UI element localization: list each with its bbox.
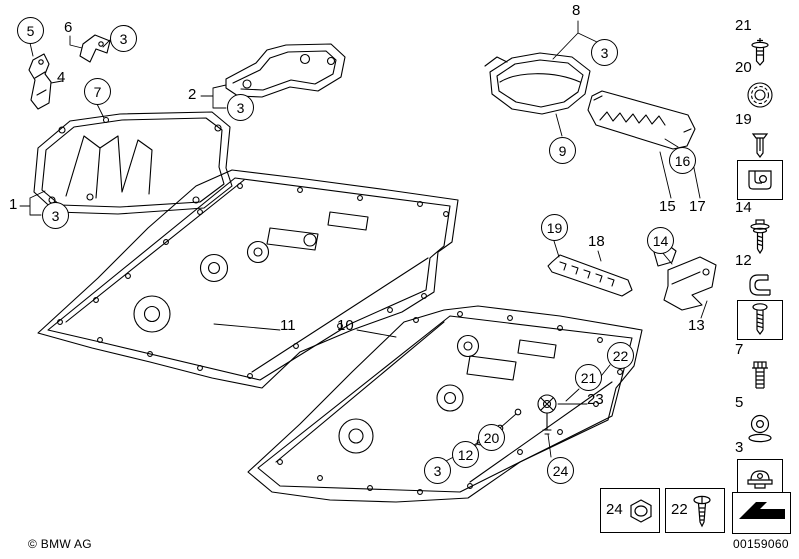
- callout-circle-16[interactable]: 16: [669, 147, 696, 174]
- part-bracket-2: [225, 43, 346, 98]
- callout-label-6[interactable]: 6: [64, 19, 73, 36]
- callout-circle-19[interactable]: 19: [541, 214, 568, 241]
- callout-label-17[interactable]: 17: [689, 198, 706, 215]
- part-bracket-13: [653, 244, 717, 311]
- legend-item-22[interactable]: 22: [665, 488, 725, 533]
- legend-item-21[interactable]: 21: [727, 17, 793, 67]
- hex-bolt-icon: [727, 360, 793, 395]
- callout-circle-7[interactable]: 7: [84, 78, 111, 105]
- callout-circle-24[interactable]: 24: [547, 457, 574, 484]
- legend-item-5[interactable]: 5: [727, 394, 793, 444]
- plastic-nut-icon: [727, 79, 793, 111]
- legend-item-24[interactable]: 24: [600, 488, 660, 533]
- callout-circle-3e[interactable]: 3: [424, 457, 451, 484]
- blind-rivet-icon: [727, 37, 793, 67]
- part-underfloor-panel-10: [247, 305, 643, 503]
- callout-label-13[interactable]: 13: [688, 317, 705, 334]
- torx-screw-icon: [737, 300, 783, 340]
- callout-circle-12[interactable]: 12: [452, 441, 479, 468]
- callout-label-2[interactable]: 2: [188, 86, 197, 103]
- legend-number: 7: [735, 341, 744, 358]
- leader-lines: [19, 20, 708, 462]
- screw-washer-icon: [727, 218, 793, 255]
- callout-circle-14[interactable]: 14: [647, 227, 674, 254]
- callout-circle-9[interactable]: 9: [549, 137, 576, 164]
- part-heat-strip-15-17: [587, 90, 696, 150]
- callout-circle-20[interactable]: 20: [478, 424, 505, 451]
- fastener-pin-23: [537, 394, 557, 435]
- part-front-shield-1: [33, 111, 233, 215]
- hex-nut-icon: [626, 498, 656, 526]
- callout-circle-3b[interactable]: 3: [227, 94, 254, 121]
- legend-item-19[interactable]: 19: [727, 111, 793, 159]
- tapping-screw-icon: [691, 495, 713, 529]
- part-side-panel-8: [484, 52, 591, 115]
- legend-item-7[interactable]: 7: [727, 341, 793, 395]
- callout-label-11[interactable]: 11: [280, 317, 296, 334]
- legend-number: 12: [735, 252, 752, 269]
- callout-circle-3c[interactable]: 3: [42, 202, 69, 229]
- callout-circle-5[interactable]: 5: [17, 17, 44, 44]
- edge-clip-icon: [727, 272, 793, 298]
- page-turn-arrow[interactable]: [732, 492, 791, 534]
- flange-nut-icon: [727, 414, 793, 444]
- callout-label-10[interactable]: 10: [337, 317, 354, 334]
- callout-label-18[interactable]: 18: [588, 233, 605, 250]
- legend-item-3[interactable]: 3: [727, 439, 793, 499]
- part-rail-18: [547, 254, 633, 297]
- legend-item-cage-clip[interactable]: [727, 158, 793, 200]
- callout-circle-21[interactable]: 21: [575, 364, 602, 391]
- legend-number: 3: [735, 439, 744, 456]
- callout-label-15[interactable]: 15: [659, 198, 676, 215]
- callout-label-4[interactable]: 4: [57, 69, 66, 86]
- legend-number: 19: [735, 111, 752, 128]
- callout-circle-22[interactable]: 22: [607, 342, 634, 369]
- legend-number: 22: [671, 501, 688, 519]
- legend-number: 24: [606, 501, 623, 519]
- callout-circle-3d[interactable]: 3: [591, 39, 618, 66]
- callout-label-8[interactable]: 8: [572, 2, 581, 19]
- legend-number: 5: [735, 394, 744, 411]
- legend-number: 21: [735, 17, 752, 34]
- callout-label-1[interactable]: 1: [9, 196, 18, 213]
- legend-item-torx[interactable]: [727, 298, 793, 340]
- legend-number: 20: [735, 59, 752, 76]
- document-number: 00159060: [733, 537, 789, 551]
- part-bracket-4: [28, 53, 52, 110]
- expanding-rivet-icon: [727, 131, 793, 159]
- cage-clip-icon: [737, 160, 783, 200]
- black-arrow-icon: [736, 495, 788, 532]
- legend-item-14[interactable]: 14: [727, 199, 793, 255]
- part-underfloor-panel-11: [37, 169, 459, 389]
- callout-circle-3a[interactable]: 3: [110, 25, 137, 52]
- legend-item-12[interactable]: 12: [727, 252, 793, 298]
- callout-label-23[interactable]: 23: [587, 391, 604, 408]
- legend-number: 14: [735, 199, 752, 216]
- copyright-text: © BMW AG: [28, 537, 92, 551]
- legend-item-20[interactable]: 20: [727, 59, 793, 111]
